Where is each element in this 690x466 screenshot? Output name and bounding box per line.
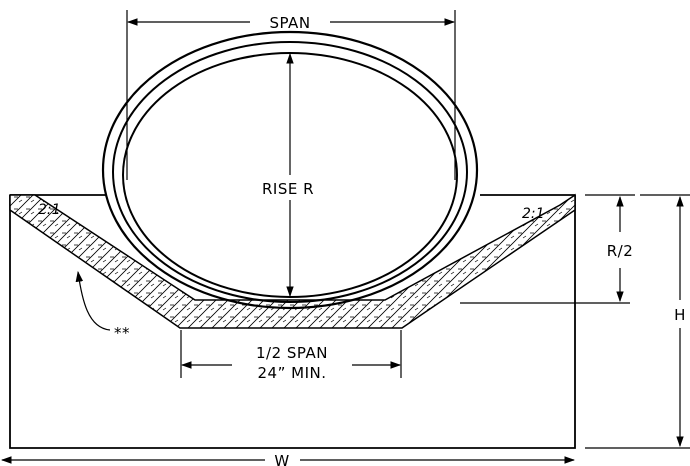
pipe-arch-middle — [112, 41, 468, 303]
bedding-width-label-line2: 24” MIN. — [258, 364, 327, 382]
bedding-hatch — [9, 193, 576, 329]
bedding-width-label-line1: 1/2 SPAN — [256, 344, 328, 362]
pipe-arch-outer — [101, 30, 479, 310]
slope-label-right: 2:1 — [522, 206, 545, 222]
rise-label: RISE R — [262, 180, 314, 198]
half-rise-label: R/2 — [607, 242, 634, 260]
height-label: H — [674, 306, 686, 324]
bedding-note-label: ** — [114, 324, 130, 342]
slope-label-left: 2:1 — [38, 202, 61, 218]
span-label: SPAN — [269, 14, 310, 32]
width-label: W — [274, 452, 289, 466]
note-leader — [75, 270, 111, 331]
